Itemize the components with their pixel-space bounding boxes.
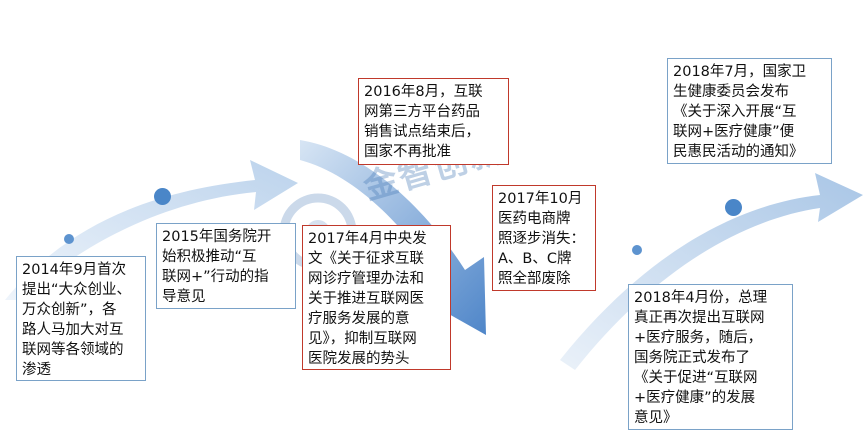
event-2018-04: 2018年4月份，总理 真正再次提出互联网 +医疗服务，随后， 国务院正式发布了…	[628, 284, 793, 430]
event-2017-10: 2017年10月 医药电商牌 照逐步消失： A、B、C牌 照全部废除	[492, 185, 596, 291]
arrow-left-rising	[5, 160, 298, 300]
arrow-right-rising	[560, 173, 863, 370]
timeline-dot	[725, 199, 742, 216]
event-2017-04: 2017年4月中央发 文《关于征求互联 网诊疗管理办法和 关于推进互联网医 疗服…	[302, 225, 451, 370]
timeline-dot	[64, 234, 74, 244]
event-2016-08: 2016年8月，互联 网第三方平台药品 销售试点结束后， 国家不再批准	[358, 78, 509, 165]
arrow-middle-descending	[300, 140, 486, 335]
timeline-dot	[632, 245, 642, 255]
event-2018-07: 2018年7月，国家卫 生健康委员会发布 《关于深入开展“互 联网+医疗健康”便…	[667, 58, 832, 164]
event-2015: 2015年国务院开 始积极推动“互 联网+”行动的指 导意见	[156, 223, 296, 309]
timeline-dot	[154, 188, 171, 205]
event-2014: 2014年9月首次 提出“大众创业、 万众创新”，各 路人马加大对互 联网等各领…	[16, 256, 146, 381]
